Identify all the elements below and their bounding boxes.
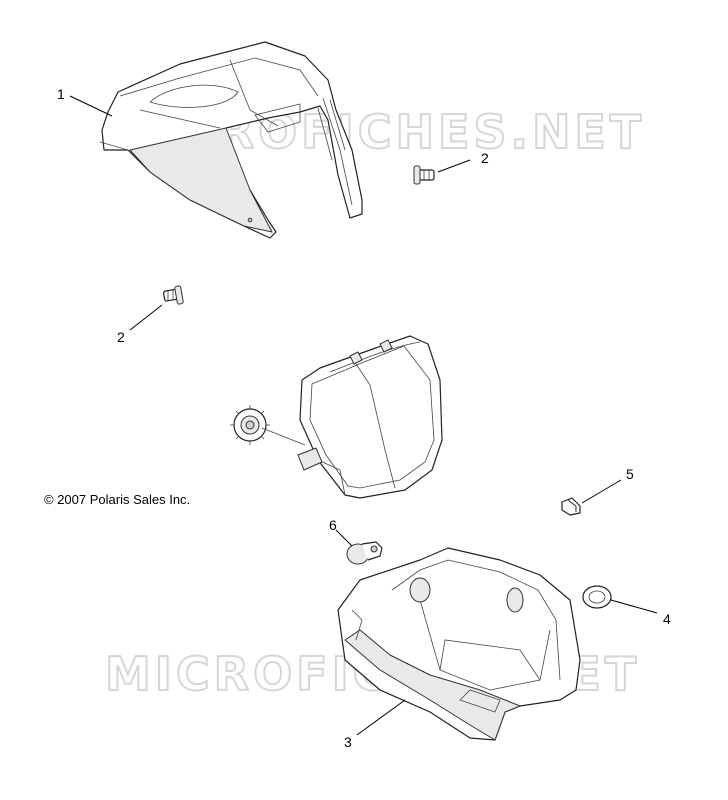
leader-2b [129, 304, 163, 331]
copyright-text: © 2007 Polaris Sales Inc. [44, 492, 190, 507]
headlight-assembly [297, 335, 443, 499]
leader-5 [581, 479, 622, 504]
part-6-plug [346, 541, 383, 565]
adjuster-wheel [230, 405, 306, 446]
part-1-upper-cover [99, 41, 363, 239]
leader-1 [69, 95, 113, 117]
part-2-screw-b [162, 285, 184, 305]
callout-4: 4 [663, 611, 671, 627]
part-4-grommet [582, 585, 612, 609]
callout-6: 6 [329, 517, 337, 533]
leader-2a [437, 159, 471, 173]
leader-3 [356, 699, 406, 736]
part-3-lower-housing [337, 547, 581, 741]
part-2-screw-a [413, 165, 435, 185]
callout-3: 3 [344, 734, 352, 750]
callout-2b: 2 [117, 329, 125, 345]
part-5-clip [561, 497, 581, 516]
leader-6 [335, 529, 353, 547]
callout-1: 1 [57, 86, 65, 102]
leader-4 [610, 599, 658, 614]
callout-2a: 2 [481, 150, 489, 166]
callout-5: 5 [626, 466, 634, 482]
